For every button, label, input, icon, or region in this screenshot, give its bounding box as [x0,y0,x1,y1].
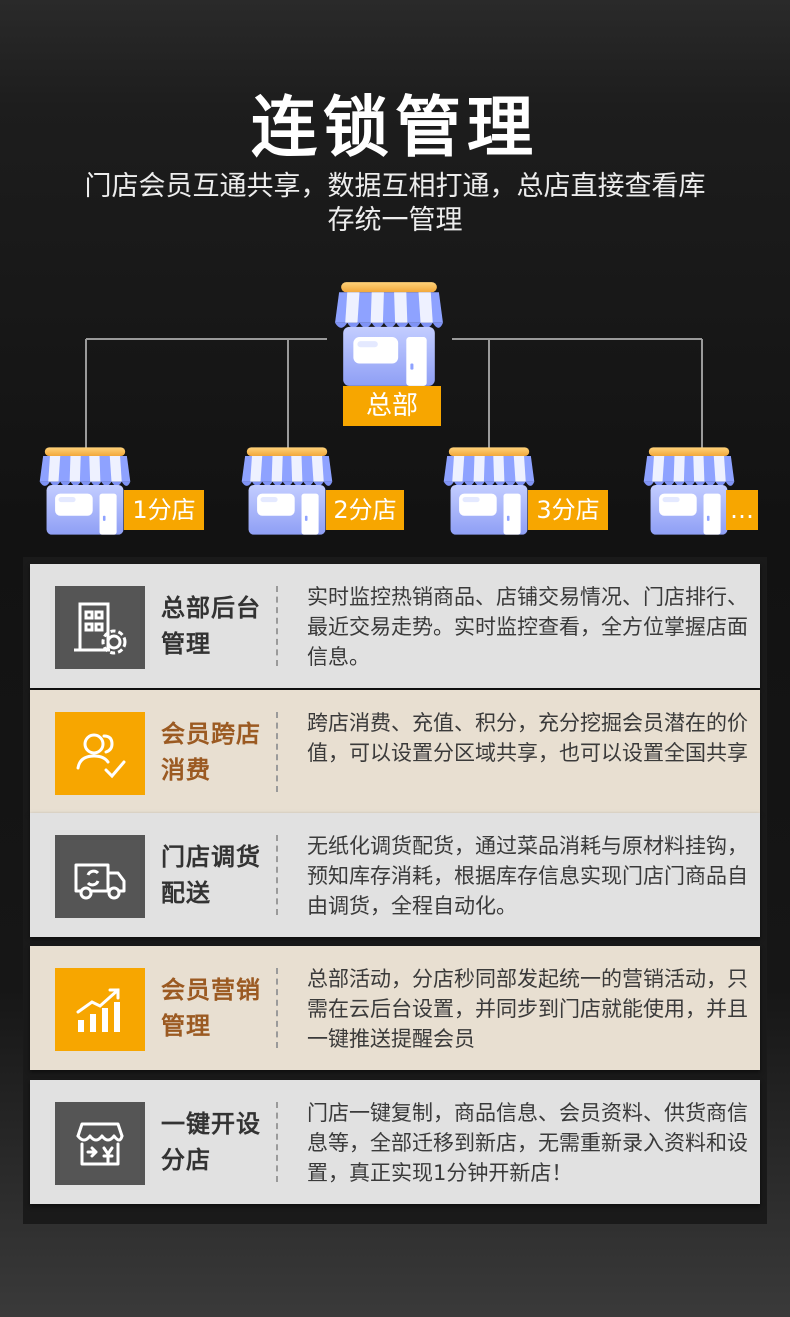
feature-title: 门店调货配送 [161,843,261,907]
feature-card: 会员营销管理 总部活动，分店秒同部发起统一的营销活动，只需在云后台设置，并同步到… [30,946,760,1070]
page-subtitle: 门店会员互通共享，数据互相打通，总店直接查看库存统一管理 [84,171,706,236]
feature-description: 实时监控热销商品、店铺交易情况、门店排行、最近交易走势。实时监控查看，全方位掌握… [307,585,748,669]
org-connector-lines [85,338,703,450]
branch-label-2: 2分店 [326,490,404,530]
branch-store-icon [38,444,132,538]
branch-store-icon [442,444,536,538]
building-gear-icon [55,586,145,669]
feature-title: 一键开设分店 [161,1110,261,1174]
branch-label-more: … [726,490,758,530]
branch-store-icon [240,444,334,538]
feature-card: 总部后台管理 实时监控热销商品、店铺交易情况、门店排行、最近交易走势。实时监控查… [30,564,760,688]
growth-chart-icon [55,968,145,1051]
branch-label-3: 3分店 [528,490,608,530]
divider [276,968,278,1048]
feature-description: 无纸化调货配货，通过菜品消耗与原材料挂钩，预知库存消耗，根据库存信息实现门店门商… [307,834,748,918]
branch-label-1: 1分店 [124,490,204,530]
hq-store-icon [333,278,445,390]
page-title: 连锁管理 [251,89,539,166]
feature-description: 总部活动，分店秒同部发起统一的营销活动，只需在云后台设置，并同步到门店就能使用，… [307,967,748,1051]
feature-title: 会员跨店消费 [161,720,261,784]
feature-description: 跨店消费、充值、积分，充分挖掘会员潜在的价值，可以设置分区域共享，也可以设置全国… [307,711,748,765]
members-check-icon [55,712,145,795]
divider [276,586,278,666]
feature-title: 会员营销管理 [161,976,261,1040]
divider [276,1102,278,1182]
feature-card: 门店调货配送 无纸化调货配货，通过菜品消耗与原材料挂钩，预知库存消耗，根据库存信… [30,813,760,937]
divider [276,712,278,792]
branch-store-icon [642,444,736,538]
delivery-truck-icon [55,835,145,918]
hq-label: 总部 [343,386,441,426]
divider [276,835,278,915]
feature-card: 会员跨店消费 跨店消费、充值、积分，充分挖掘会员潜在的价值，可以设置分区域共享，… [30,690,760,814]
feature-description: 门店一键复制，商品信息、会员资料、供货商信息等，全部迁移到新店，无需重新录入资料… [307,1101,748,1185]
feature-card: 一键开设分店 门店一键复制，商品信息、会员资料、供货商信息等，全部迁移到新店，无… [30,1080,760,1204]
store-yuan-icon [55,1102,145,1185]
feature-title: 总部后台管理 [161,594,261,658]
